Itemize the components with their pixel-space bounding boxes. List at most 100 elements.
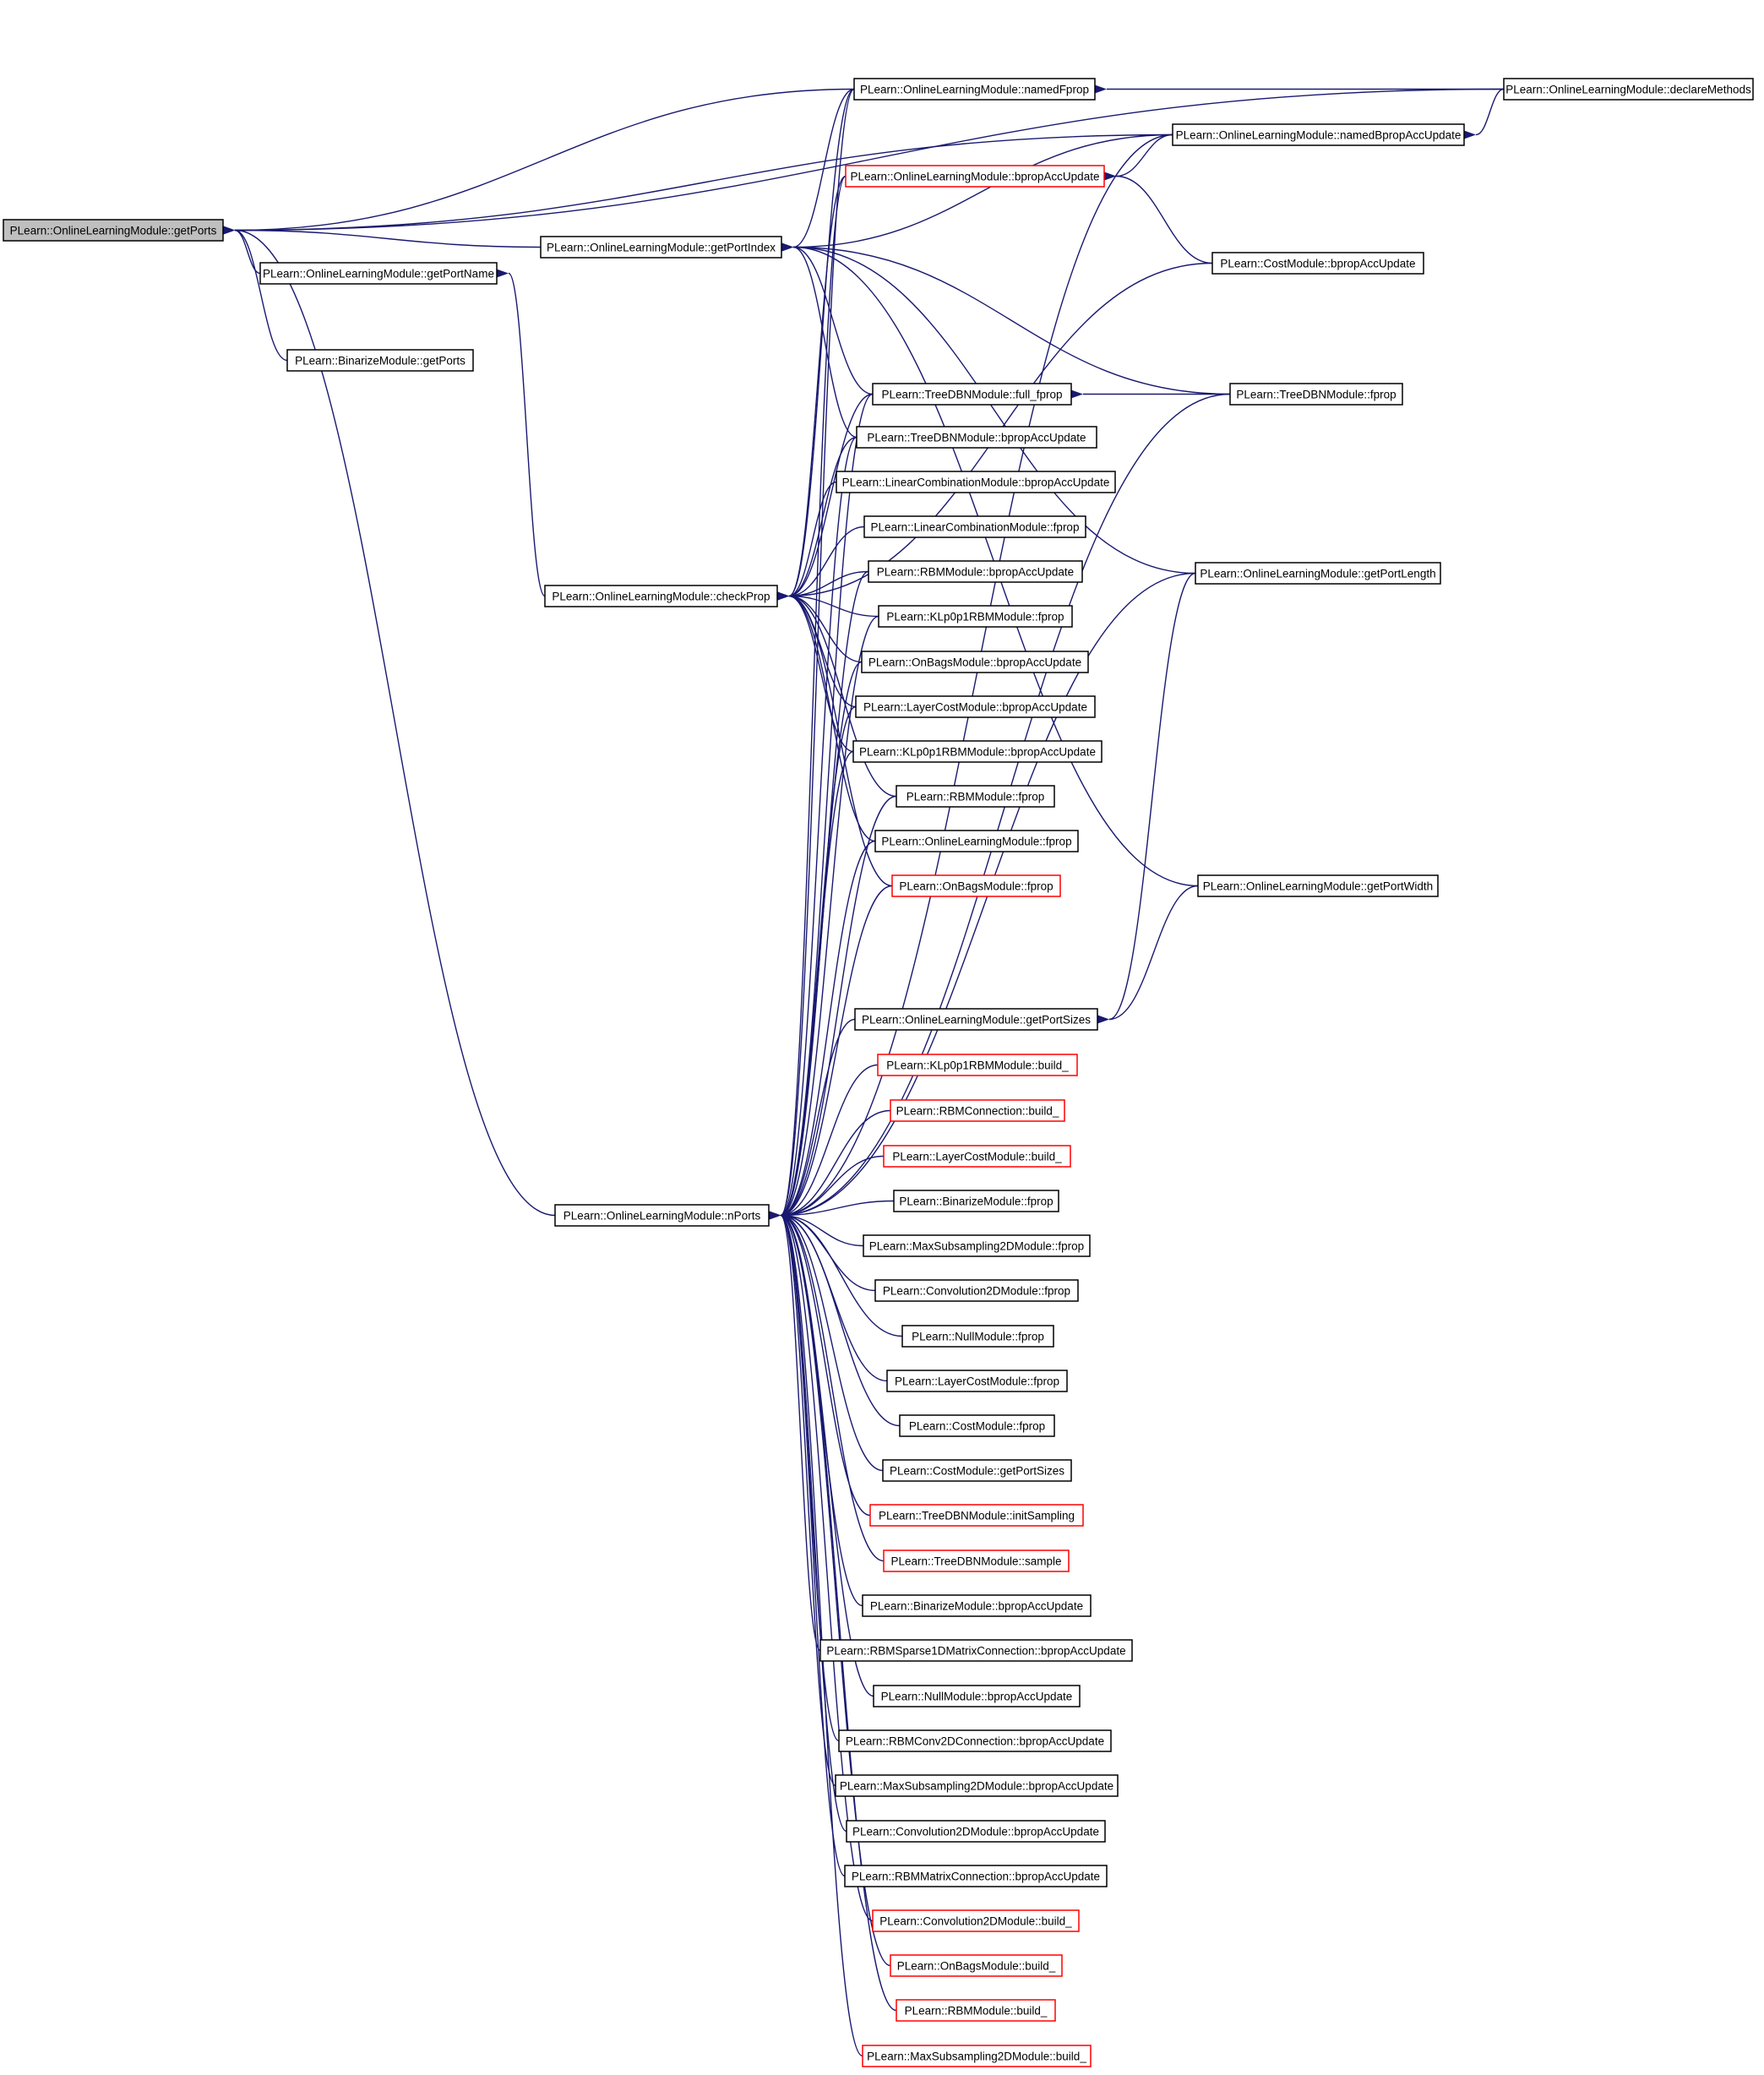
node-costBprop[interactable]: PLearn::CostModule::bpropAccUpdate (1211, 252, 1424, 275)
node-getPortIndex[interactable]: PLearn::OnlineLearningModule::getPortInd… (540, 236, 782, 259)
edge-maxSubBuild-to-nPorts (768, 1211, 863, 2057)
node-box (872, 1909, 1080, 1932)
node-tdbnInitSampling[interactable]: PLearn::TreeDBNModule::initSampling (869, 1504, 1084, 1527)
node-label: PLearn::Convolution2DModule::bpropAccUpd… (852, 1826, 1099, 1838)
node-getPortLength[interactable]: PLearn::OnlineLearningModule::getPortLen… (1195, 562, 1441, 585)
node-nullBprop[interactable]: PLearn::NullModule::bpropAccUpdate (873, 1685, 1081, 1707)
node-onBagsBuild[interactable]: PLearn::OnBagsModule::build_ (890, 1954, 1063, 1977)
edge-maxSubBprop-to-nPorts (768, 1211, 836, 1787)
node-layerCostBprop[interactable]: PLearn::LayerCostModule::bpropAccUpdate (855, 695, 1096, 718)
edge-declareMethods-to-getPorts (222, 88, 1505, 235)
node-binarizeGetPorts[interactable]: PLearn::BinarizeModule::getPorts (286, 349, 474, 372)
node-label: PLearn::KLp0p1RBMModule::bpropAccUpdate (859, 746, 1096, 759)
node-convFprop[interactable]: PLearn::Convolution2DModule::fprop (874, 1279, 1079, 1302)
edge-namedFprop-to-getPortIndex (781, 88, 855, 252)
node-getPorts[interactable]: PLearn::OnlineLearningModule::getPorts (3, 219, 224, 242)
node-tdbnSample[interactable]: PLearn::TreeDBNModule::sample (883, 1549, 1070, 1572)
node-rbmBprop[interactable]: PLearn::RBMModule::bpropAccUpdate (868, 560, 1083, 583)
node-box (1503, 78, 1754, 101)
node-box (891, 874, 1061, 897)
node-tdbnFullFprop[interactable]: PLearn::TreeDBNModule::full_fprop (872, 383, 1072, 406)
node-label: PLearn::OnlineLearningModule::getPortSiz… (862, 1014, 1091, 1027)
node-rbmSparseBprop[interactable]: PLearn::RBMSparse1DMatrixConnection::bpr… (819, 1639, 1133, 1662)
node-olmFprop[interactable]: PLearn::OnlineLearningModule::fprop (874, 830, 1079, 852)
node-box (861, 651, 1089, 673)
node-layerCostFprop[interactable]: PLearn::LayerCostModule::fprop (886, 1370, 1068, 1392)
node-nPorts[interactable]: PLearn::OnlineLearningModule::nPorts (554, 1204, 770, 1227)
node-box (1195, 562, 1441, 585)
edge-binFprop-to-nPorts (768, 1200, 895, 1220)
node-klFprop[interactable]: PLearn::KLp0p1RBMModule::fprop (878, 605, 1073, 628)
node-box (852, 740, 1102, 763)
node-rbmBuild[interactable]: PLearn::RBMModule::build_ (896, 1999, 1056, 2022)
node-box (893, 1190, 1059, 1212)
node-label: PLearn::OnlineLearningModule::getPortLen… (1200, 568, 1435, 580)
node-label: PLearn::OnlineLearningModule::checkProp (552, 591, 770, 603)
node-rbmConv2DBprop[interactable]: PLearn::RBMConv2DConnection::bpropAccUpd… (838, 1729, 1112, 1752)
node-box (286, 349, 474, 372)
node-onBagsBprop[interactable]: PLearn::OnBagsModule::bpropAccUpdate (861, 651, 1089, 673)
node-onBagsFprop[interactable]: PLearn::OnBagsModule::fprop (891, 874, 1061, 897)
edge-klBprop-to-nPorts (768, 750, 854, 1220)
node-label: PLearn::KLp0p1RBMModule::build_ (886, 1059, 1069, 1072)
node-tdbnBprop[interactable]: PLearn::TreeDBNModule::bpropAccUpdate (856, 426, 1097, 449)
node-rbmMatrixBprop[interactable]: PLearn::RBMMatrixConnection::bpropAccUpd… (844, 1865, 1108, 1887)
node-box (1229, 383, 1403, 406)
node-maxSubBprop[interactable]: PLearn::MaxSubsampling2DModule::bpropAcc… (835, 1774, 1119, 1797)
edge-namedBprop-to-olmBprop (1103, 133, 1173, 181)
node-klBuild[interactable]: PLearn::KLp0p1RBMModule::build_ (877, 1054, 1078, 1076)
node-label: PLearn::OnlineLearningModule::getPorts (10, 225, 217, 237)
node-label: PLearn::LayerCostModule::fprop (895, 1375, 1059, 1388)
edge-namedBprop-to-getPortIndex (781, 133, 1173, 252)
node-label: PLearn::NullModule::fprop (912, 1331, 1044, 1343)
node-checkProp[interactable]: PLearn::OnlineLearningModule::checkProp (544, 585, 778, 607)
edge-tdbnBprop-to-getPortIndex (781, 242, 858, 438)
node-rbmFprop[interactable]: PLearn::RBMModule::fprop (896, 785, 1055, 808)
node-tdbnFprop[interactable]: PLearn::TreeDBNModule::fprop (1229, 383, 1403, 406)
node-nullFprop[interactable]: PLearn::NullModule::fprop (901, 1325, 1054, 1348)
node-label: PLearn::OnlineLearningModule::getPortInd… (547, 242, 776, 254)
node-layerCostBuild[interactable]: PLearn::LayerCostModule::build_ (883, 1145, 1071, 1168)
edge-tdbnSample-to-nPorts (768, 1211, 885, 1562)
node-binFprop[interactable]: PLearn::BinarizeModule::fprop (893, 1190, 1059, 1212)
edge-binarizeGetPorts-to-getPorts (222, 226, 288, 362)
node-label: PLearn::BinarizeModule::fprop (899, 1195, 1053, 1208)
edge-nullFprop-to-nPorts (768, 1211, 903, 1337)
node-lcmBprop[interactable]: PLearn::LinearCombinationModule::bpropAc… (836, 471, 1116, 493)
node-maxSubFprop[interactable]: PLearn::MaxSubsampling2DModule::fprop (863, 1234, 1091, 1257)
edge-olmFprop-to-nPorts (768, 840, 876, 1220)
node-box (896, 785, 1055, 808)
edge-nPorts-to-getPorts (222, 226, 556, 1217)
node-costFprop[interactable]: PLearn::CostModule::fprop (899, 1414, 1055, 1437)
node-convBprop[interactable]: PLearn::Convolution2DModule::bpropAccUpd… (846, 1820, 1106, 1843)
node-label: PLearn::RBMSparse1DMatrixConnection::bpr… (826, 1645, 1125, 1658)
edge-tdbnFullFprop-to-getPortIndex (781, 242, 874, 395)
node-label: PLearn::TreeDBNModule::fprop (1236, 389, 1396, 401)
node-label: PLearn::OnlineLearningModule::getPortWid… (1203, 880, 1433, 893)
node-label: PLearn::MaxSubsampling2DModule::build_ (867, 2050, 1086, 2063)
node-rbmConnBuild[interactable]: PLearn::RBMConnection::build_ (890, 1099, 1065, 1122)
node-namedFprop[interactable]: PLearn::OnlineLearningModule::namedFprop (853, 78, 1096, 101)
node-maxSubBuild[interactable]: PLearn::MaxSubsampling2DModule::build_ (862, 2045, 1092, 2067)
node-namedBprop[interactable]: PLearn::OnlineLearningModule::namedBprop… (1172, 123, 1465, 146)
node-klBprop[interactable]: PLearn::KLp0p1RBMModule::bpropAccUpdate (852, 740, 1102, 763)
node-label: PLearn::LayerCostModule::build_ (892, 1151, 1062, 1163)
node-label: PLearn::RBMModule::build_ (905, 2005, 1048, 2018)
node-lcmFprop[interactable]: PLearn::LinearCombinationModule::fprop (863, 515, 1086, 538)
node-getPortSizes[interactable]: PLearn::OnlineLearningModule::getPortSiz… (854, 1008, 1098, 1031)
node-label: PLearn::RBMConv2DConnection::bpropAccUpd… (846, 1735, 1104, 1748)
node-box (862, 1594, 1092, 1617)
node-binBprop[interactable]: PLearn::BinarizeModule::bpropAccUpdate (862, 1594, 1092, 1617)
node-convBuild[interactable]: PLearn::Convolution2DModule::build_ (872, 1909, 1080, 1932)
node-costGetPortSizes[interactable]: PLearn::CostModule::getPortSizes (882, 1459, 1072, 1482)
node-getPortName[interactable]: PLearn::OnlineLearningModule::getPortNam… (259, 262, 498, 285)
node-label: PLearn::Convolution2DModule::build_ (879, 1915, 1072, 1928)
node-olmBprop[interactable]: PLearn::OnlineLearningModule::bpropAccUp… (845, 165, 1105, 188)
edge-klFprop-to-nPorts (768, 615, 879, 1220)
node-box (868, 560, 1083, 583)
node-label: PLearn::OnlineLearningModule::nPorts (564, 1210, 761, 1223)
nodes: PLearn::OnlineLearningModule::getPortsPL… (3, 78, 1754, 2067)
node-declareMethods[interactable]: PLearn::OnlineLearningModule::declareMet… (1503, 78, 1754, 101)
node-getPortWidth[interactable]: PLearn::OnlineLearningModule::getPortWid… (1197, 874, 1439, 897)
